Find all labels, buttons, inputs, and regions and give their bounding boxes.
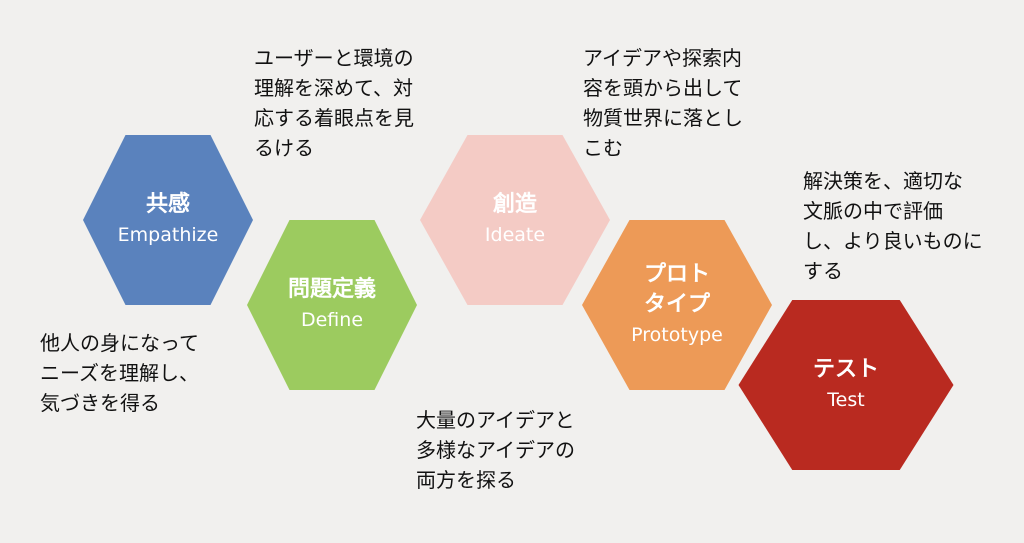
test-description: 解決策を、適切な 文脈の中で評価 し、より良いものに する (803, 169, 983, 283)
ideate-description: 大量のアイデアと 多様なアイデアの 両方を探る (416, 408, 575, 492)
prototype-description: アイデアや探索内 容を頭から出して 物質世界に落とし こむ (583, 46, 743, 160)
prototype-subtitle: Prototype (631, 324, 723, 346)
test-title: テスト (813, 357, 879, 382)
define-subtitle: Define (301, 309, 363, 331)
empathize-subtitle: Empathize (118, 224, 219, 246)
prototype-title-line-1: プロト (644, 262, 710, 287)
prototype-title-line-2: タイプ (644, 292, 711, 317)
empathize-description: 他人の身になって ニーズを理解し、 気づきを得る (40, 331, 199, 415)
test-subtitle: Test (826, 389, 864, 411)
ideate-hexagon (420, 135, 610, 305)
define-description: ユーザーと環境の 理解を深めて、対 応する着眼点を見 るける (254, 46, 414, 160)
ideate-subtitle: Ideate (485, 224, 545, 246)
test-hexagon (738, 300, 954, 470)
define-title: 問題定義 (288, 276, 376, 302)
define-hexagon (247, 220, 417, 390)
empathize-hexagon (83, 135, 253, 305)
empathize-title: 共感 (146, 191, 190, 217)
prototype-hexagon (582, 220, 772, 390)
ideate-title: 創造 (493, 192, 537, 217)
